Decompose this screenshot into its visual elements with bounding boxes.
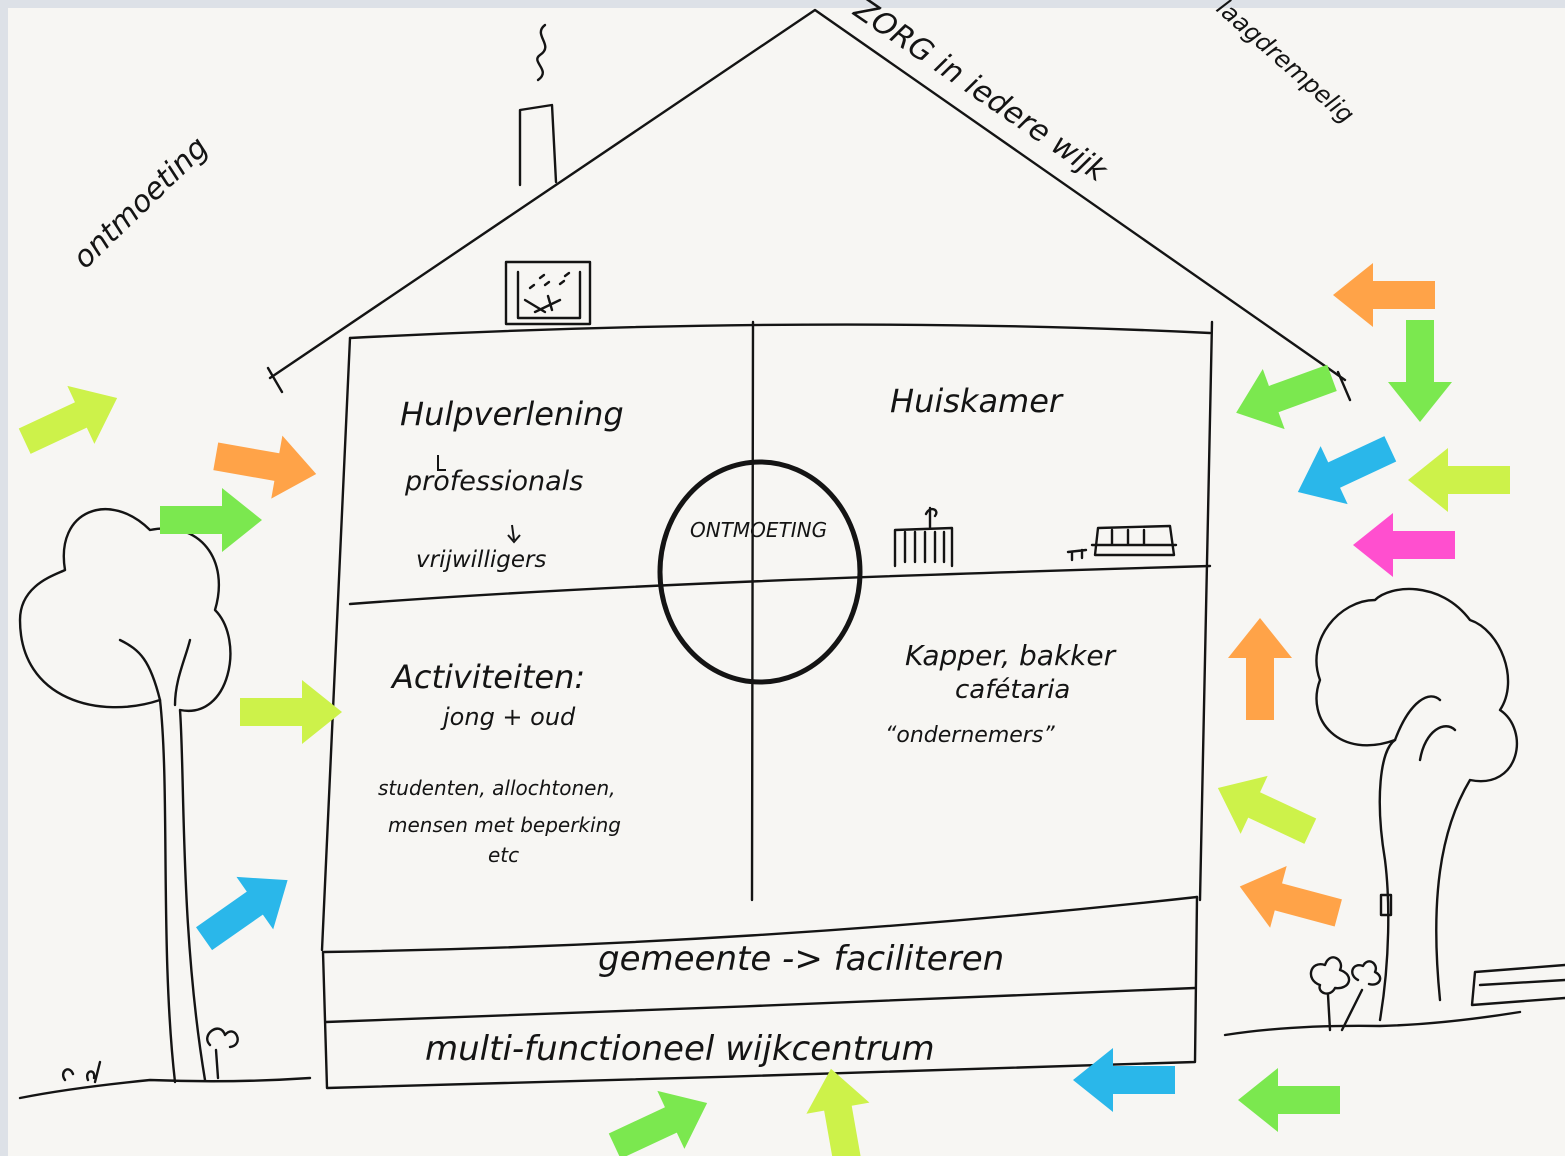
meeting-circle (657, 459, 863, 685)
fireplace-inner (516, 270, 582, 320)
sticky-arrow-orange (1228, 618, 1292, 720)
foundation-municipality: gemeente -> faciliteren (598, 939, 1004, 979)
sticky-arrow-green (160, 488, 262, 552)
sticky-arrows (18, 263, 1510, 1156)
roof-end-left (266, 366, 284, 394)
sticky-arrow-lime (1408, 448, 1510, 512)
room-activities-title: Activiteiten: (390, 658, 585, 696)
fireplace (504, 260, 592, 326)
house-ceiling (348, 323, 1212, 340)
flowers-right (1309, 956, 1382, 1032)
room-business-cafe: cafétaria (955, 675, 1070, 705)
house-wall-right (1198, 320, 1214, 902)
room-activities-groups: studenten, allochtonen, (378, 776, 616, 800)
fire-flames (523, 271, 571, 314)
sticky-arrow-orange (1333, 263, 1435, 327)
room-activities-young-old: jong + oud (440, 703, 576, 731)
foundation-community-center: multi-functioneel wijkcentrum (425, 1029, 935, 1069)
ground-left (18, 1076, 312, 1100)
arrow-down-marks (437, 455, 521, 544)
room-help-professionals: professionals (404, 466, 583, 497)
foundation-middle (324, 986, 1197, 1024)
room-help-title: Hulpverlening (400, 395, 624, 433)
sticky-arrow-orange (1239, 865, 1342, 928)
sticky-arrow-green (1236, 364, 1337, 430)
sticky-arrow-pink (1353, 513, 1455, 577)
room-business-trades: Kapper, bakker (905, 639, 1117, 672)
roof-end-right (1336, 370, 1352, 402)
tree-left (18, 507, 232, 1084)
flowers-left (61, 1027, 239, 1084)
sticky-arrow-lime (18, 385, 118, 454)
room-divider-vertical (750, 320, 755, 902)
tree-right-branches (1393, 695, 1457, 762)
tree-left-branches (118, 638, 192, 707)
tree-right (1315, 587, 1519, 1022)
room-living-title: Huiskamer (890, 382, 1064, 420)
sticky-arrow-green (608, 1090, 708, 1156)
crib-icon (893, 506, 954, 568)
foundation-top (322, 895, 1199, 954)
sticky-arrow-lime (240, 680, 342, 744)
room-activities-etc: etc (488, 843, 519, 867)
chimney (518, 103, 558, 187)
paper-sheet (8, 8, 1565, 1156)
sticky-arrow-green (1388, 320, 1452, 422)
sticky-arrow-blue (1073, 1048, 1175, 1112)
sticky-arrow-blue (196, 876, 288, 951)
house-wall-left (320, 336, 352, 952)
chimney-smoke (536, 23, 547, 82)
sticky-arrow-green (1238, 1068, 1340, 1132)
sticky-arrow-lime (806, 1068, 870, 1156)
roof-line (268, 8, 1347, 382)
bench (1470, 963, 1565, 1007)
sofa-icon (1066, 524, 1178, 562)
room-divider-horizontal (348, 564, 1212, 606)
ground-right (1223, 1010, 1522, 1037)
room-activities-disability: mensen met beperking (388, 813, 621, 837)
birdhouse (1379, 893, 1393, 917)
foundation-outline (321, 895, 1199, 1090)
room-help-volunteers: vrijwilligers (416, 547, 546, 573)
sticky-arrow-blue (1297, 436, 1397, 505)
room-business-entrepreneurs: “ondernemers” (885, 723, 1055, 748)
center-meeting-label: ONTMOETING (690, 518, 827, 542)
sticky-arrow-orange (213, 435, 317, 499)
sticky-arrow-lime (1217, 775, 1317, 844)
